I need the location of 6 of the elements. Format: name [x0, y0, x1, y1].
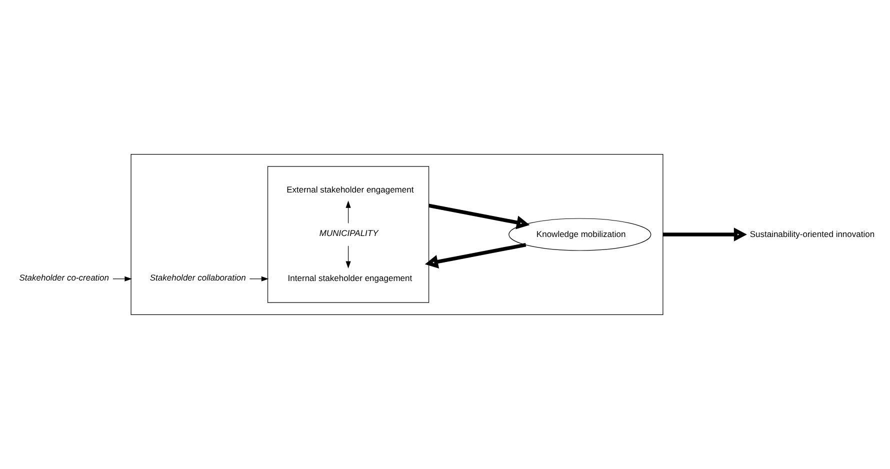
node-text: Sustainability-oriented innovation [750, 228, 875, 239]
node-text: MUNICIPALITY [319, 228, 378, 238]
node-text: Stakeholder collaboration [150, 272, 246, 282]
node-text: Stakeholder co-creation [19, 272, 110, 282]
node-text: Internal stakeholder engagement [288, 273, 412, 284]
node-text: External stakeholder engagement [286, 184, 414, 194]
